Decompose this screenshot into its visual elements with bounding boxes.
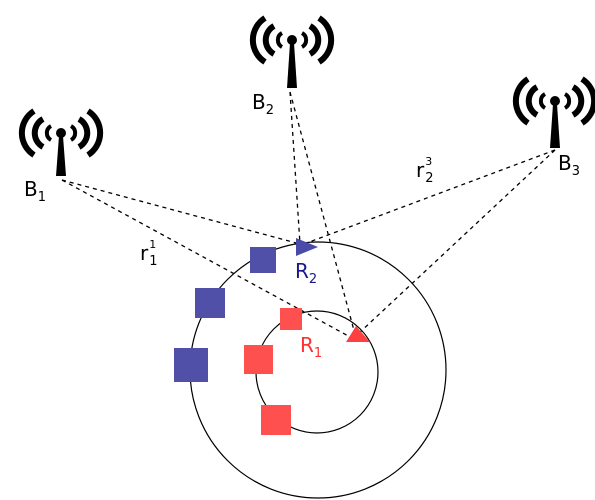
svg-text:B3: B3 — [558, 151, 580, 179]
links — [61, 91, 556, 339]
link-b2-r1 — [289, 91, 357, 339]
blue-user-square — [250, 247, 276, 273]
relay-r2-triangle-icon — [296, 238, 318, 256]
relay-2-coverage-circle — [189, 241, 447, 499]
antenna-icon — [249, 15, 335, 88]
b3-index: 3 — [572, 164, 580, 179]
relay-r1: R1 — [300, 326, 370, 361]
red-user-square — [244, 345, 273, 374]
antenna-icon — [512, 76, 595, 148]
svg-text:B2: B2 — [252, 90, 274, 118]
red-users — [244, 308, 302, 435]
red-user-square — [261, 405, 291, 435]
red-user-square — [280, 308, 302, 330]
b2-label: B — [252, 90, 266, 114]
b1-label: B — [24, 177, 38, 201]
base-station-b2: B2 — [249, 15, 335, 118]
relay-r2: R2 — [295, 238, 318, 287]
r2-label: R — [295, 259, 309, 283]
svg-text:B1: B1 — [24, 177, 46, 205]
b1-index: 1 — [38, 190, 46, 205]
link-b1-r2 — [61, 179, 301, 245]
link-b1-r1 — [61, 179, 353, 339]
r2-index: 2 — [309, 272, 317, 287]
b3-label: B — [558, 151, 572, 175]
relay-r1-triangle-icon — [346, 326, 370, 342]
blue-user-square — [174, 348, 208, 382]
blue-user-square — [195, 288, 225, 318]
b2-index: 2 — [266, 103, 274, 118]
r1-index: 1 — [314, 346, 322, 361]
base-station-b1: B1 — [18, 108, 104, 205]
svg-text:R1: R1 — [300, 333, 322, 361]
svg-text:R2: R2 — [295, 259, 317, 287]
blue-users — [174, 247, 276, 382]
link-b2-r2 — [289, 91, 301, 245]
base-station-b3: B3 — [512, 76, 595, 179]
link-b3-r1 — [357, 149, 556, 335]
antenna-icon — [18, 108, 104, 176]
r1-label: R — [300, 333, 314, 357]
